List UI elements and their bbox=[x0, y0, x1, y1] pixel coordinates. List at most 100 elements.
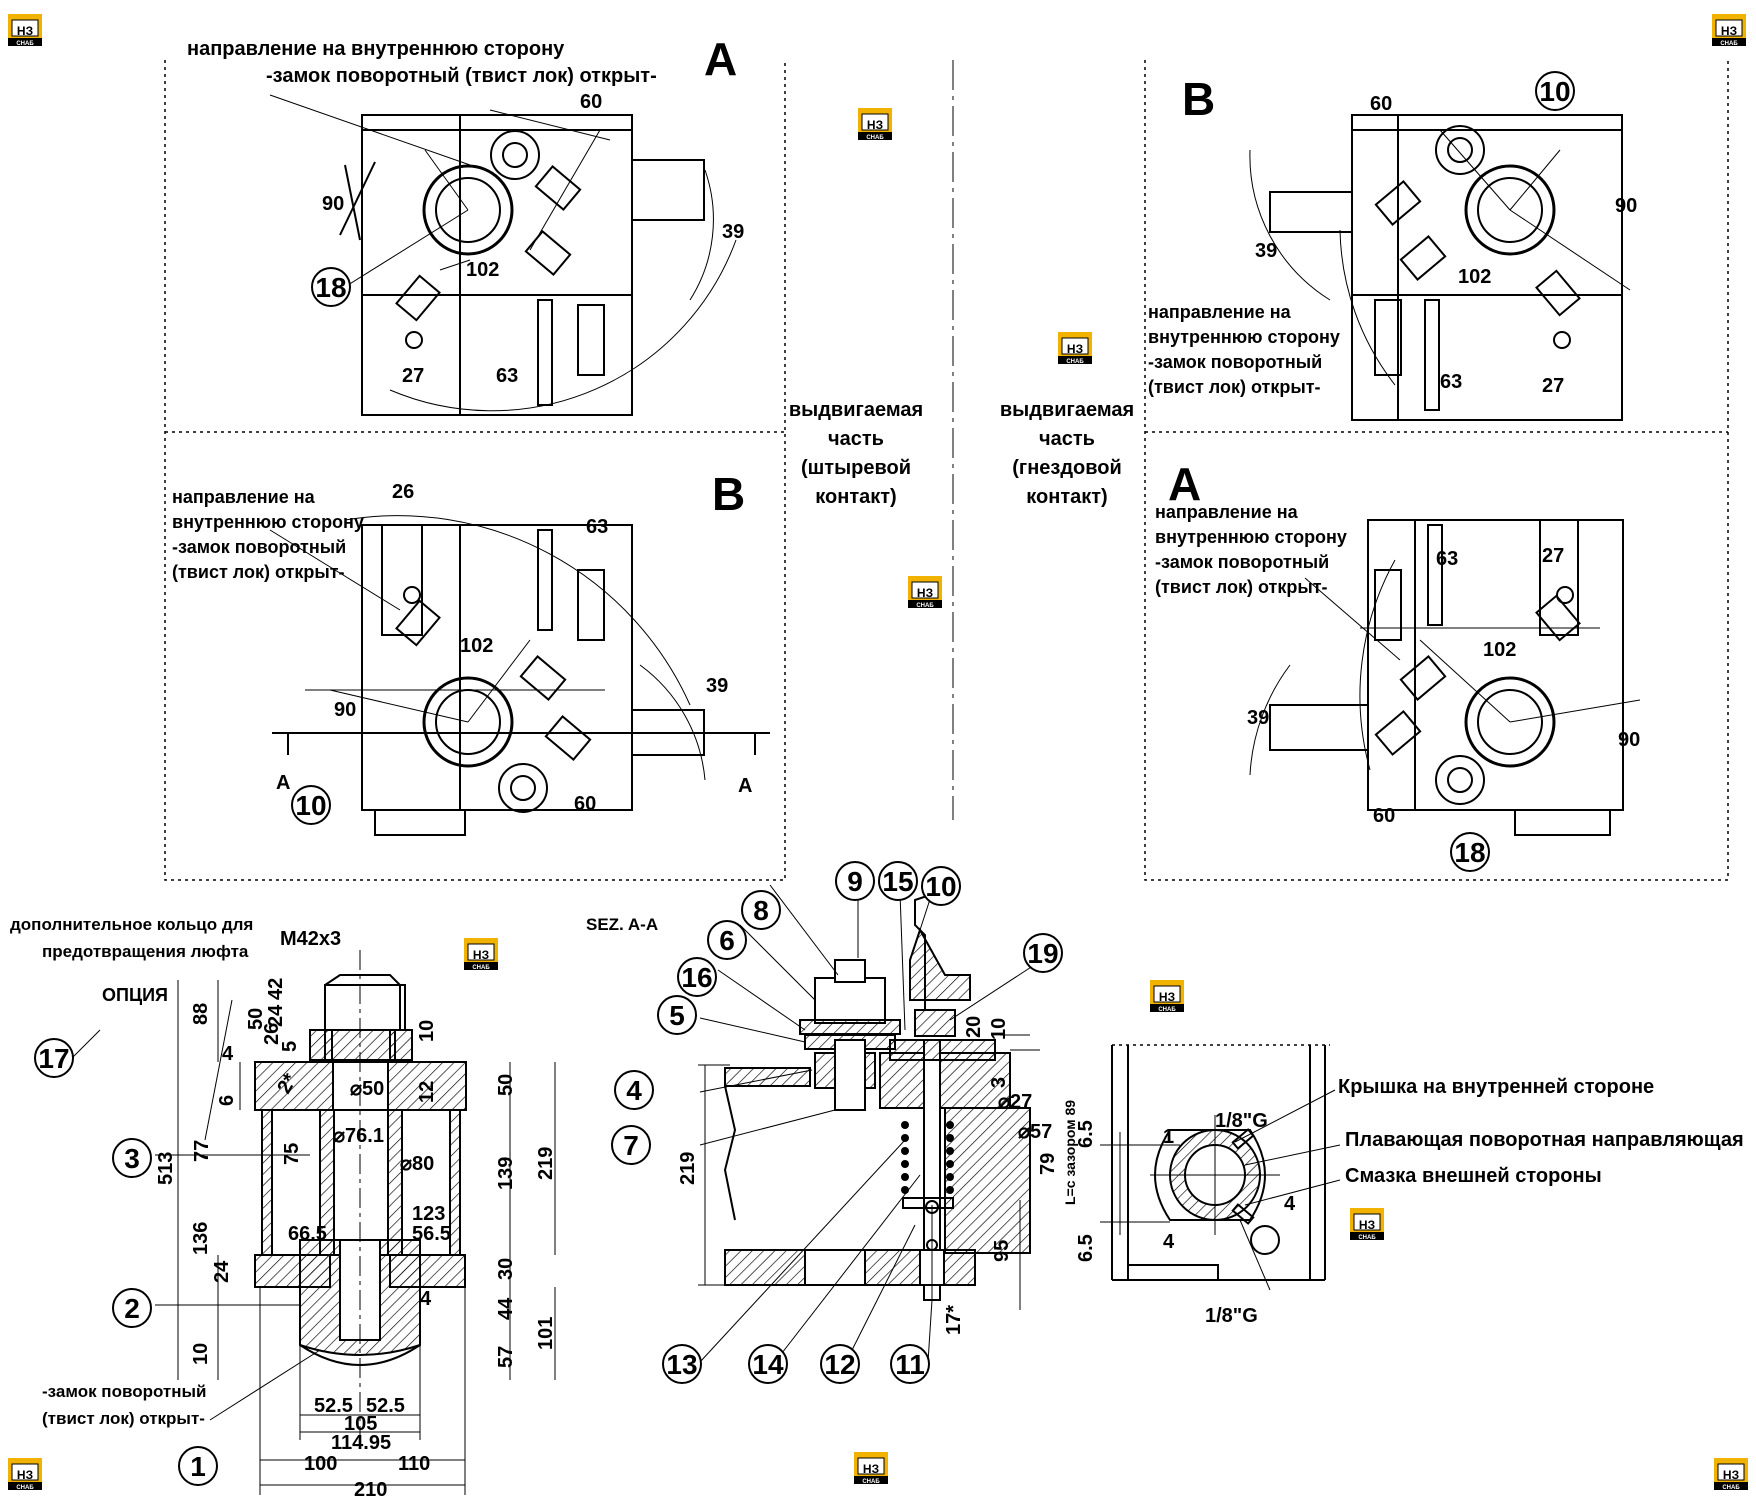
dim-30: 30 bbox=[495, 1258, 517, 1280]
svg-text:17: 17 bbox=[38, 1043, 69, 1074]
svg-text:НЗ: НЗ bbox=[867, 118, 883, 132]
svg-text:10: 10 bbox=[1539, 76, 1570, 107]
dim-26-b: 26 bbox=[392, 481, 414, 503]
dim-88: 88 bbox=[190, 1003, 212, 1025]
callout-11: 11 bbox=[890, 1344, 930, 1384]
dim-27-tr: 27 bbox=[1542, 375, 1564, 397]
spring bbox=[901, 1121, 954, 1194]
dim-66-5: 66.5 bbox=[288, 1223, 327, 1245]
svg-text:СНАБ: СНАБ bbox=[1158, 1007, 1176, 1013]
dim-114-95: 114.95 bbox=[331, 1432, 391, 1454]
dim-39-mr: 39 bbox=[1247, 707, 1269, 729]
svg-text:12: 12 bbox=[824, 1349, 855, 1380]
svg-text:НЗ: НЗ bbox=[917, 586, 933, 600]
callout-18-top: 18 bbox=[311, 267, 351, 307]
dim-27-mr: 27 bbox=[1542, 545, 1564, 567]
svg-text:18: 18 bbox=[315, 272, 346, 303]
floating-guide-label: Плавающая поворотная направляющая bbox=[1345, 1129, 1744, 1151]
lubrication-label: Смазка внешней стороны bbox=[1345, 1165, 1602, 1187]
section-mark-a-left: A bbox=[276, 772, 290, 794]
dim-44: 44 bbox=[495, 1297, 517, 1320]
dim-102-mr: 102 bbox=[1483, 639, 1516, 661]
dim-10-sec: 10 bbox=[988, 1018, 1010, 1040]
dim-63-mr: 63 bbox=[1436, 548, 1458, 570]
dim-90-b: 90 bbox=[334, 699, 356, 721]
slide-socket-2: часть bbox=[1039, 428, 1095, 450]
dim-90-mr: 90 bbox=[1618, 729, 1640, 751]
svg-text:НЗ: НЗ bbox=[863, 1462, 879, 1476]
dim-63-a: 63 bbox=[496, 365, 518, 387]
section-a-a bbox=[698, 884, 1046, 1363]
direction-note-mid-right-1: направление на bbox=[1155, 502, 1299, 522]
callout-14: 14 bbox=[748, 1344, 788, 1384]
dim-10-top: 10 bbox=[416, 1020, 438, 1042]
callout-13: 13 bbox=[662, 1344, 702, 1384]
callout-15: 15 bbox=[878, 861, 918, 901]
callout-19: 19 bbox=[1023, 933, 1063, 973]
callout-5: 5 bbox=[657, 995, 697, 1035]
view-a-top-left bbox=[269, 94, 737, 416]
dim-6-5-top: 6.5 bbox=[1075, 1120, 1097, 1148]
callout-1: 1 bbox=[178, 1446, 218, 1486]
dim-219-left: 219 bbox=[535, 1147, 557, 1180]
dim-27-a: 27 bbox=[402, 365, 424, 387]
slide-socket-1: выдвигаемая bbox=[1000, 399, 1134, 421]
ring-note-1: дополнительное кольцо для bbox=[10, 915, 253, 934]
dia-76: ⌀76.1 bbox=[333, 1125, 384, 1147]
svg-text:5: 5 bbox=[669, 1000, 685, 1031]
svg-text:8: 8 bbox=[753, 895, 769, 926]
svg-text:13: 13 bbox=[666, 1349, 697, 1380]
svg-text:18: 18 bbox=[1454, 837, 1485, 868]
dim-4-low: 4 bbox=[420, 1288, 432, 1310]
svg-text:4: 4 bbox=[626, 1075, 642, 1106]
callout-9: 9 bbox=[835, 861, 875, 901]
dim-4-top: 4 bbox=[222, 1043, 234, 1065]
callout-6: 6 bbox=[707, 920, 747, 960]
dim-60-mr: 60 bbox=[1373, 805, 1395, 827]
dim-3: 3 bbox=[988, 1077, 1010, 1088]
svg-text:10: 10 bbox=[295, 790, 326, 821]
dim-56-5: 56.5 bbox=[412, 1223, 451, 1245]
dia-80: ⌀80 bbox=[400, 1153, 434, 1175]
svg-text:11: 11 bbox=[895, 1349, 925, 1380]
clearance-note: L=с зазором 89 bbox=[1062, 1100, 1078, 1205]
option-label: ОПЦИЯ bbox=[102, 985, 168, 1005]
svg-text:НЗ: НЗ bbox=[1159, 990, 1175, 1004]
dim-90-tr: 90 bbox=[1615, 195, 1637, 217]
dim-95: 95 bbox=[991, 1240, 1013, 1262]
svg-text:10: 10 bbox=[925, 871, 956, 902]
dim-63-b: 63 bbox=[586, 516, 608, 538]
dim-26-s: 26 bbox=[261, 1023, 283, 1045]
cover-label: Крышка на внутренней стороне bbox=[1338, 1076, 1654, 1098]
g18-bottom: 1/8"G bbox=[1205, 1305, 1258, 1327]
callout-17: 17 bbox=[34, 1038, 74, 1078]
dim-77: 77 bbox=[191, 1140, 213, 1162]
dim-63-tr: 63 bbox=[1440, 371, 1462, 393]
direction-note-top-right-3: -замок поворотный bbox=[1148, 352, 1322, 372]
dim-42: 42 bbox=[265, 978, 287, 1000]
slide-socket-4: контакт) bbox=[1026, 486, 1107, 508]
dim-39-b: 39 bbox=[706, 675, 728, 697]
dim-24: 24 bbox=[265, 1004, 287, 1027]
direction-note-top-left-1: направление на внутреннюю сторону bbox=[187, 38, 565, 60]
dim-50-top: 50 bbox=[245, 1008, 267, 1030]
callout-2: 2 bbox=[112, 1288, 152, 1328]
slide-pin-1: выдвигаемая bbox=[789, 399, 923, 421]
svg-text:14: 14 bbox=[752, 1349, 784, 1380]
dim-79: 79 bbox=[1037, 1153, 1059, 1175]
direction-note-mid-left-2: внутреннюю сторону bbox=[172, 512, 364, 532]
svg-text:СНАБ: СНАБ bbox=[1066, 359, 1084, 365]
dim-17star: 17* bbox=[943, 1305, 965, 1335]
dim-4-detail-right: 4 bbox=[1284, 1193, 1296, 1215]
dim-60-tr: 60 bbox=[1370, 93, 1392, 115]
g18-top: 1/8"G bbox=[1215, 1110, 1268, 1132]
svg-text:1: 1 bbox=[190, 1451, 206, 1482]
direction-note-mid-left-1: направление на bbox=[172, 487, 316, 507]
svg-text:НЗ: НЗ bbox=[1723, 1468, 1739, 1482]
slide-pin-3: (штыревой bbox=[801, 457, 911, 479]
svg-text:СНАБ: СНАБ bbox=[16, 1485, 34, 1491]
slide-pin-4: контакт) bbox=[815, 486, 896, 508]
dim-60-b: 60 bbox=[574, 793, 596, 815]
svg-text:16: 16 bbox=[681, 962, 712, 993]
dim-123: 123 bbox=[412, 1203, 445, 1225]
